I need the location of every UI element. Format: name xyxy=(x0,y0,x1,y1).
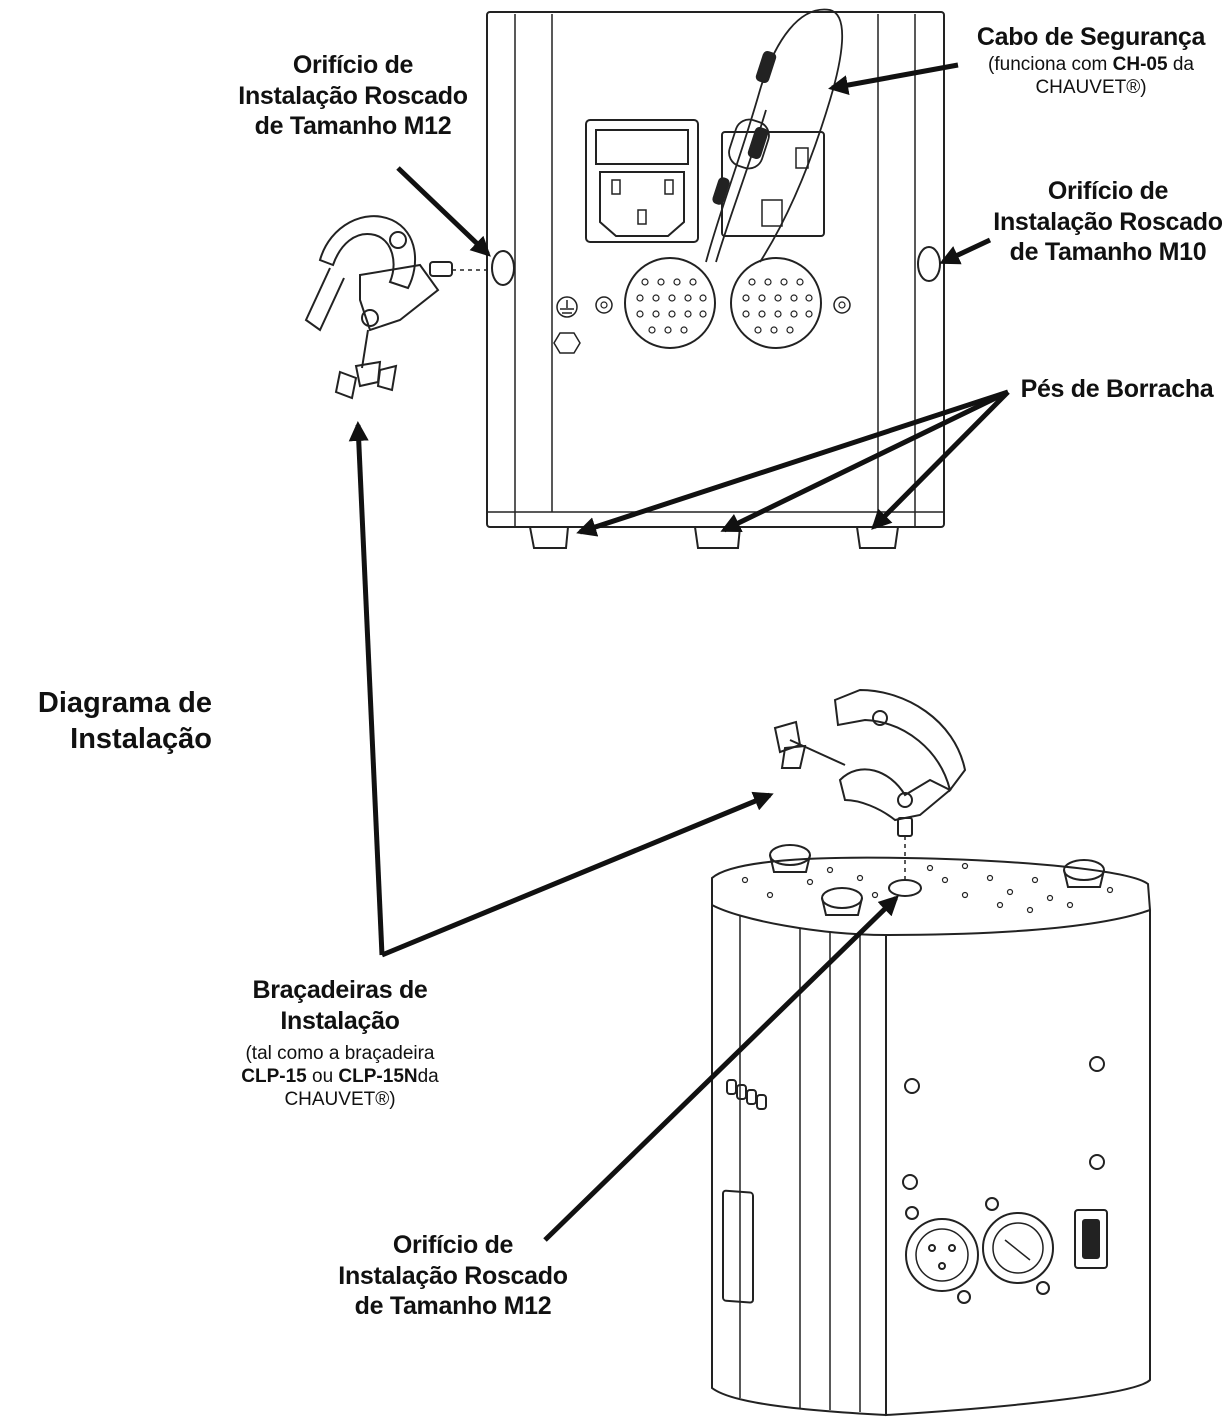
safety-cable-icon xyxy=(705,8,844,263)
label-rubber-feet: Pés de Borracha xyxy=(1010,374,1224,405)
title-line-2: Instalação xyxy=(70,723,212,756)
ground-terminal-icon xyxy=(553,296,581,354)
clamp-icon-bottom xyxy=(773,688,967,880)
label-line: Braçadeiras de xyxy=(252,976,428,1004)
switch-icon xyxy=(721,131,825,237)
screw-icon xyxy=(1089,1154,1105,1170)
screw-icon xyxy=(833,296,851,314)
label-note: (funciona com CH-05 da xyxy=(960,53,1222,76)
label-line: Instalação Roscado xyxy=(993,207,1223,236)
speaker-grille-left xyxy=(624,257,716,349)
label-m12-top: Orifício de Instalação Roscado de Tamanh… xyxy=(228,50,478,142)
note-text: da xyxy=(1167,53,1194,75)
xlr-output-icon xyxy=(982,1197,1054,1295)
screw-icon xyxy=(904,1078,920,1094)
label-line: Instalação xyxy=(280,1006,400,1035)
label-line: de Tamanho M12 xyxy=(254,112,452,140)
label-line: Orifício de xyxy=(392,1231,514,1259)
screw-icon xyxy=(1089,1056,1105,1072)
speaker-grille-right xyxy=(730,257,822,349)
page-title: Diagrama de Instalação xyxy=(8,685,212,758)
title-line-1: Diagrama de xyxy=(37,687,212,719)
label-note: (tal como a braçadeira xyxy=(245,1043,435,1064)
label-line: de Tamanho M12 xyxy=(354,1292,552,1320)
m10-threaded-hole-icon xyxy=(917,246,941,282)
fixture-perspective-view xyxy=(711,844,1152,1417)
power-switch-icon xyxy=(1074,1209,1108,1269)
label-m12-bottom: Orifício de Instalação Roscado de Tamanh… xyxy=(322,1230,584,1322)
xlr-input-icon xyxy=(905,1206,979,1304)
label-m10: Orifício de Instalação Roscado de Tamanh… xyxy=(990,176,1226,268)
label-title: Pés de Borracha xyxy=(1020,375,1214,403)
label-line: Instalação Roscado xyxy=(238,81,468,110)
clamp-icon-top xyxy=(304,215,490,400)
label-line: Orifício de xyxy=(1047,177,1169,205)
m12-threaded-hole-icon xyxy=(888,879,922,897)
screw-icon xyxy=(595,296,613,314)
screw-icon xyxy=(902,1174,918,1190)
note-text: ou xyxy=(306,1066,339,1088)
power-inlet-icon xyxy=(585,119,699,243)
note-bold: CH-05 xyxy=(1112,53,1168,75)
label-note: CLP-15 ou CLP-15Nda xyxy=(210,1065,470,1088)
label-title: Cabo de Segurança xyxy=(976,23,1206,51)
label-note: CHAUVET®) xyxy=(284,1089,396,1111)
m12-threaded-hole-icon xyxy=(491,250,515,286)
label-line: Instalação Roscado xyxy=(338,1261,568,1290)
label-note: CHAUVET®) xyxy=(1035,76,1147,98)
label-safety-cable: Cabo de Segurança (funciona com CH-05 da… xyxy=(960,22,1222,99)
note-bold: CLP-15N xyxy=(338,1066,418,1088)
display-panel-icon xyxy=(722,1079,767,1304)
note-text: da xyxy=(417,1066,439,1088)
note-bold: CLP-15 xyxy=(241,1066,307,1088)
callout-arrows xyxy=(348,62,1010,1242)
label-line: de Tamanho M10 xyxy=(1009,238,1207,266)
label-line: Orifício de xyxy=(292,51,414,79)
fixture-rear-view xyxy=(486,8,945,549)
note-text: (funciona com xyxy=(988,53,1113,75)
label-clamps: Braçadeiras de Instalação (tal como a br… xyxy=(210,975,470,1112)
